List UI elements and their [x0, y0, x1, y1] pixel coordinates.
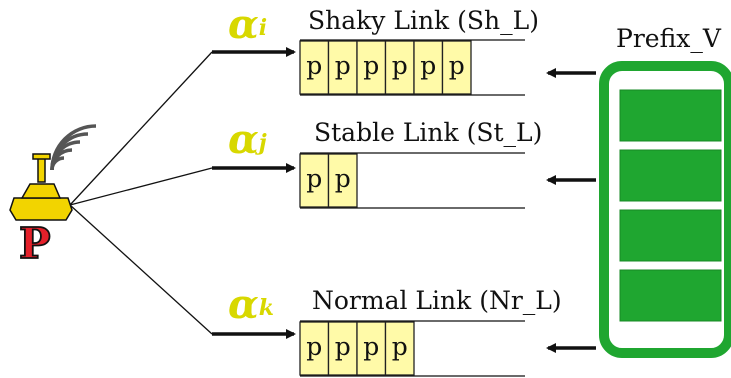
packet-label: p [420, 51, 436, 80]
packet-cell: p [384, 40, 415, 95]
node-p: P [9, 124, 97, 269]
packet-cell: p [413, 40, 444, 95]
prefix-vector: Prefix_V [546, 24, 731, 358]
packet-label: p [392, 332, 408, 361]
antenna-signal-icon [50, 124, 97, 171]
packet-box [356, 40, 387, 95]
alpha-label: αj [228, 116, 267, 163]
packet-box [356, 321, 387, 376]
packet-label: p [306, 164, 322, 193]
link-name: Shaky Link (Sh_L) [308, 6, 539, 35]
prefix-vector-slots [619, 89, 722, 322]
node-body [9, 153, 73, 221]
packet-box [327, 321, 358, 376]
node-label: P [19, 219, 51, 268]
packet-label: p [363, 51, 379, 80]
packet-box [327, 40, 358, 95]
packet-box [413, 40, 444, 95]
prefix-vector-label: Prefix_V [616, 24, 722, 53]
packet-cell: p [299, 321, 330, 376]
packet-cell: p [356, 321, 387, 376]
alpha-label: αk [228, 281, 274, 328]
link-name: Stable Link (St_L) [314, 118, 542, 147]
packet-cell: p [299, 40, 330, 95]
packet-label: p [306, 332, 322, 361]
fanout-line-bottom [69, 204, 213, 335]
packet-box [384, 321, 415, 376]
fanout-lines [69, 51, 213, 335]
packet-cell: p [441, 40, 472, 95]
packet-label: p [392, 51, 408, 80]
packet-cell: p [356, 40, 387, 95]
packet-cell: p [327, 153, 358, 208]
prefix-vector-slot [619, 209, 722, 262]
packet-cell: p [384, 321, 415, 376]
alpha-label: αi [228, 1, 267, 48]
packet-label: p [335, 164, 351, 193]
packet-box [384, 40, 415, 95]
packet-box [299, 40, 330, 95]
packet-box [299, 321, 330, 376]
prefix-vector-slot [619, 89, 722, 142]
packet-cell: p [327, 321, 358, 376]
packet-label: p [306, 51, 322, 80]
packet-box [327, 153, 358, 208]
fanout-line-middle [69, 167, 213, 206]
prefix-vector-slot [619, 269, 722, 322]
packet-label: p [363, 332, 379, 361]
fanout-line-top [69, 51, 213, 206]
packet-box [299, 153, 330, 208]
prefix-vector-slot [619, 149, 722, 202]
packet-box [441, 40, 472, 95]
packet-label: p [335, 332, 351, 361]
packet-label: p [335, 51, 351, 80]
link-name: Normal Link (Nr_L) [312, 286, 562, 315]
packet-label: p [449, 51, 465, 80]
packet-cell: p [327, 40, 358, 95]
packet-cell: p [299, 153, 330, 208]
